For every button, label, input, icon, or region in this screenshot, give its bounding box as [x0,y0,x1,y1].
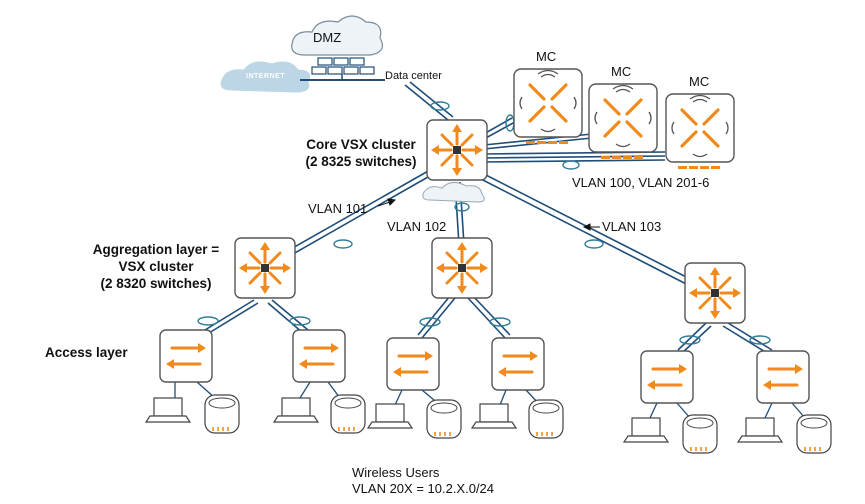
laptop-icon [623,417,669,443]
vlan-pointer-arrows [377,198,600,231]
aggregation-switch-icon [233,236,297,300]
access-switch-icon [385,336,441,392]
laptop-icon [273,397,319,423]
lag-rings [197,101,771,345]
laptop-icon [471,403,517,429]
access-switch-icon [158,328,214,384]
dmz-servers-icon [311,57,375,75]
vlan-103-label: VLAN 103 [602,219,662,234]
access-switch-icon [291,328,347,384]
vlan-102-label: VLAN 102 [387,219,447,234]
access-point-icon [204,394,240,434]
aggregation-label-line3: (2 8320 switches) [100,276,212,291]
laptop-icon [737,417,783,443]
vlan-101-label: VLAN 101 [308,201,368,216]
access-point-icon [528,399,564,439]
access-point-icon [682,414,718,454]
dmz-cloud [291,15,383,56]
aggregation-switch-icon [683,261,747,325]
access-point-icon [330,394,366,434]
access-switch-icon [639,349,695,405]
access-point-icon [796,414,832,454]
vlan-cloud [422,182,485,203]
access-downlinks [174,381,806,419]
aggregation-label-line2: VSX cluster [118,259,194,274]
access-layer-label: Access layer [45,345,128,360]
mc-controller-icon [512,67,584,146]
mc-label: MC [611,64,632,79]
access-switch-icon [490,336,546,392]
internet-cloud [220,61,311,93]
mc-label: MC [689,74,710,89]
access-switch-icon [755,349,811,405]
mc-controller-icon [664,92,736,171]
aggregation-label-line1: Aggregation layer = [92,242,220,257]
core-cluster-label-line2: (2 8325 switches) [305,154,417,169]
core-cluster-label-line1: Core VSX cluster [306,137,416,152]
wireless-users-label: Wireless Users [352,465,440,480]
vlan-mc-label: VLAN 100, VLAN 201-6 [572,175,710,190]
aggregation-switch-icon [430,236,494,300]
core-switch-icon [425,118,489,182]
data-center-label: Data center [385,70,442,82]
internet-label: INTERNET [246,73,285,80]
mc-label: MC [536,49,557,64]
laptop-icon [145,397,191,423]
wireless-vlan-label: VLAN 20X = 10.2.X.0/24 [352,481,495,496]
dmz-label: DMZ [313,30,342,45]
mc-controller-icon [587,82,659,161]
laptop-icon [367,403,413,429]
access-point-icon [426,399,462,439]
